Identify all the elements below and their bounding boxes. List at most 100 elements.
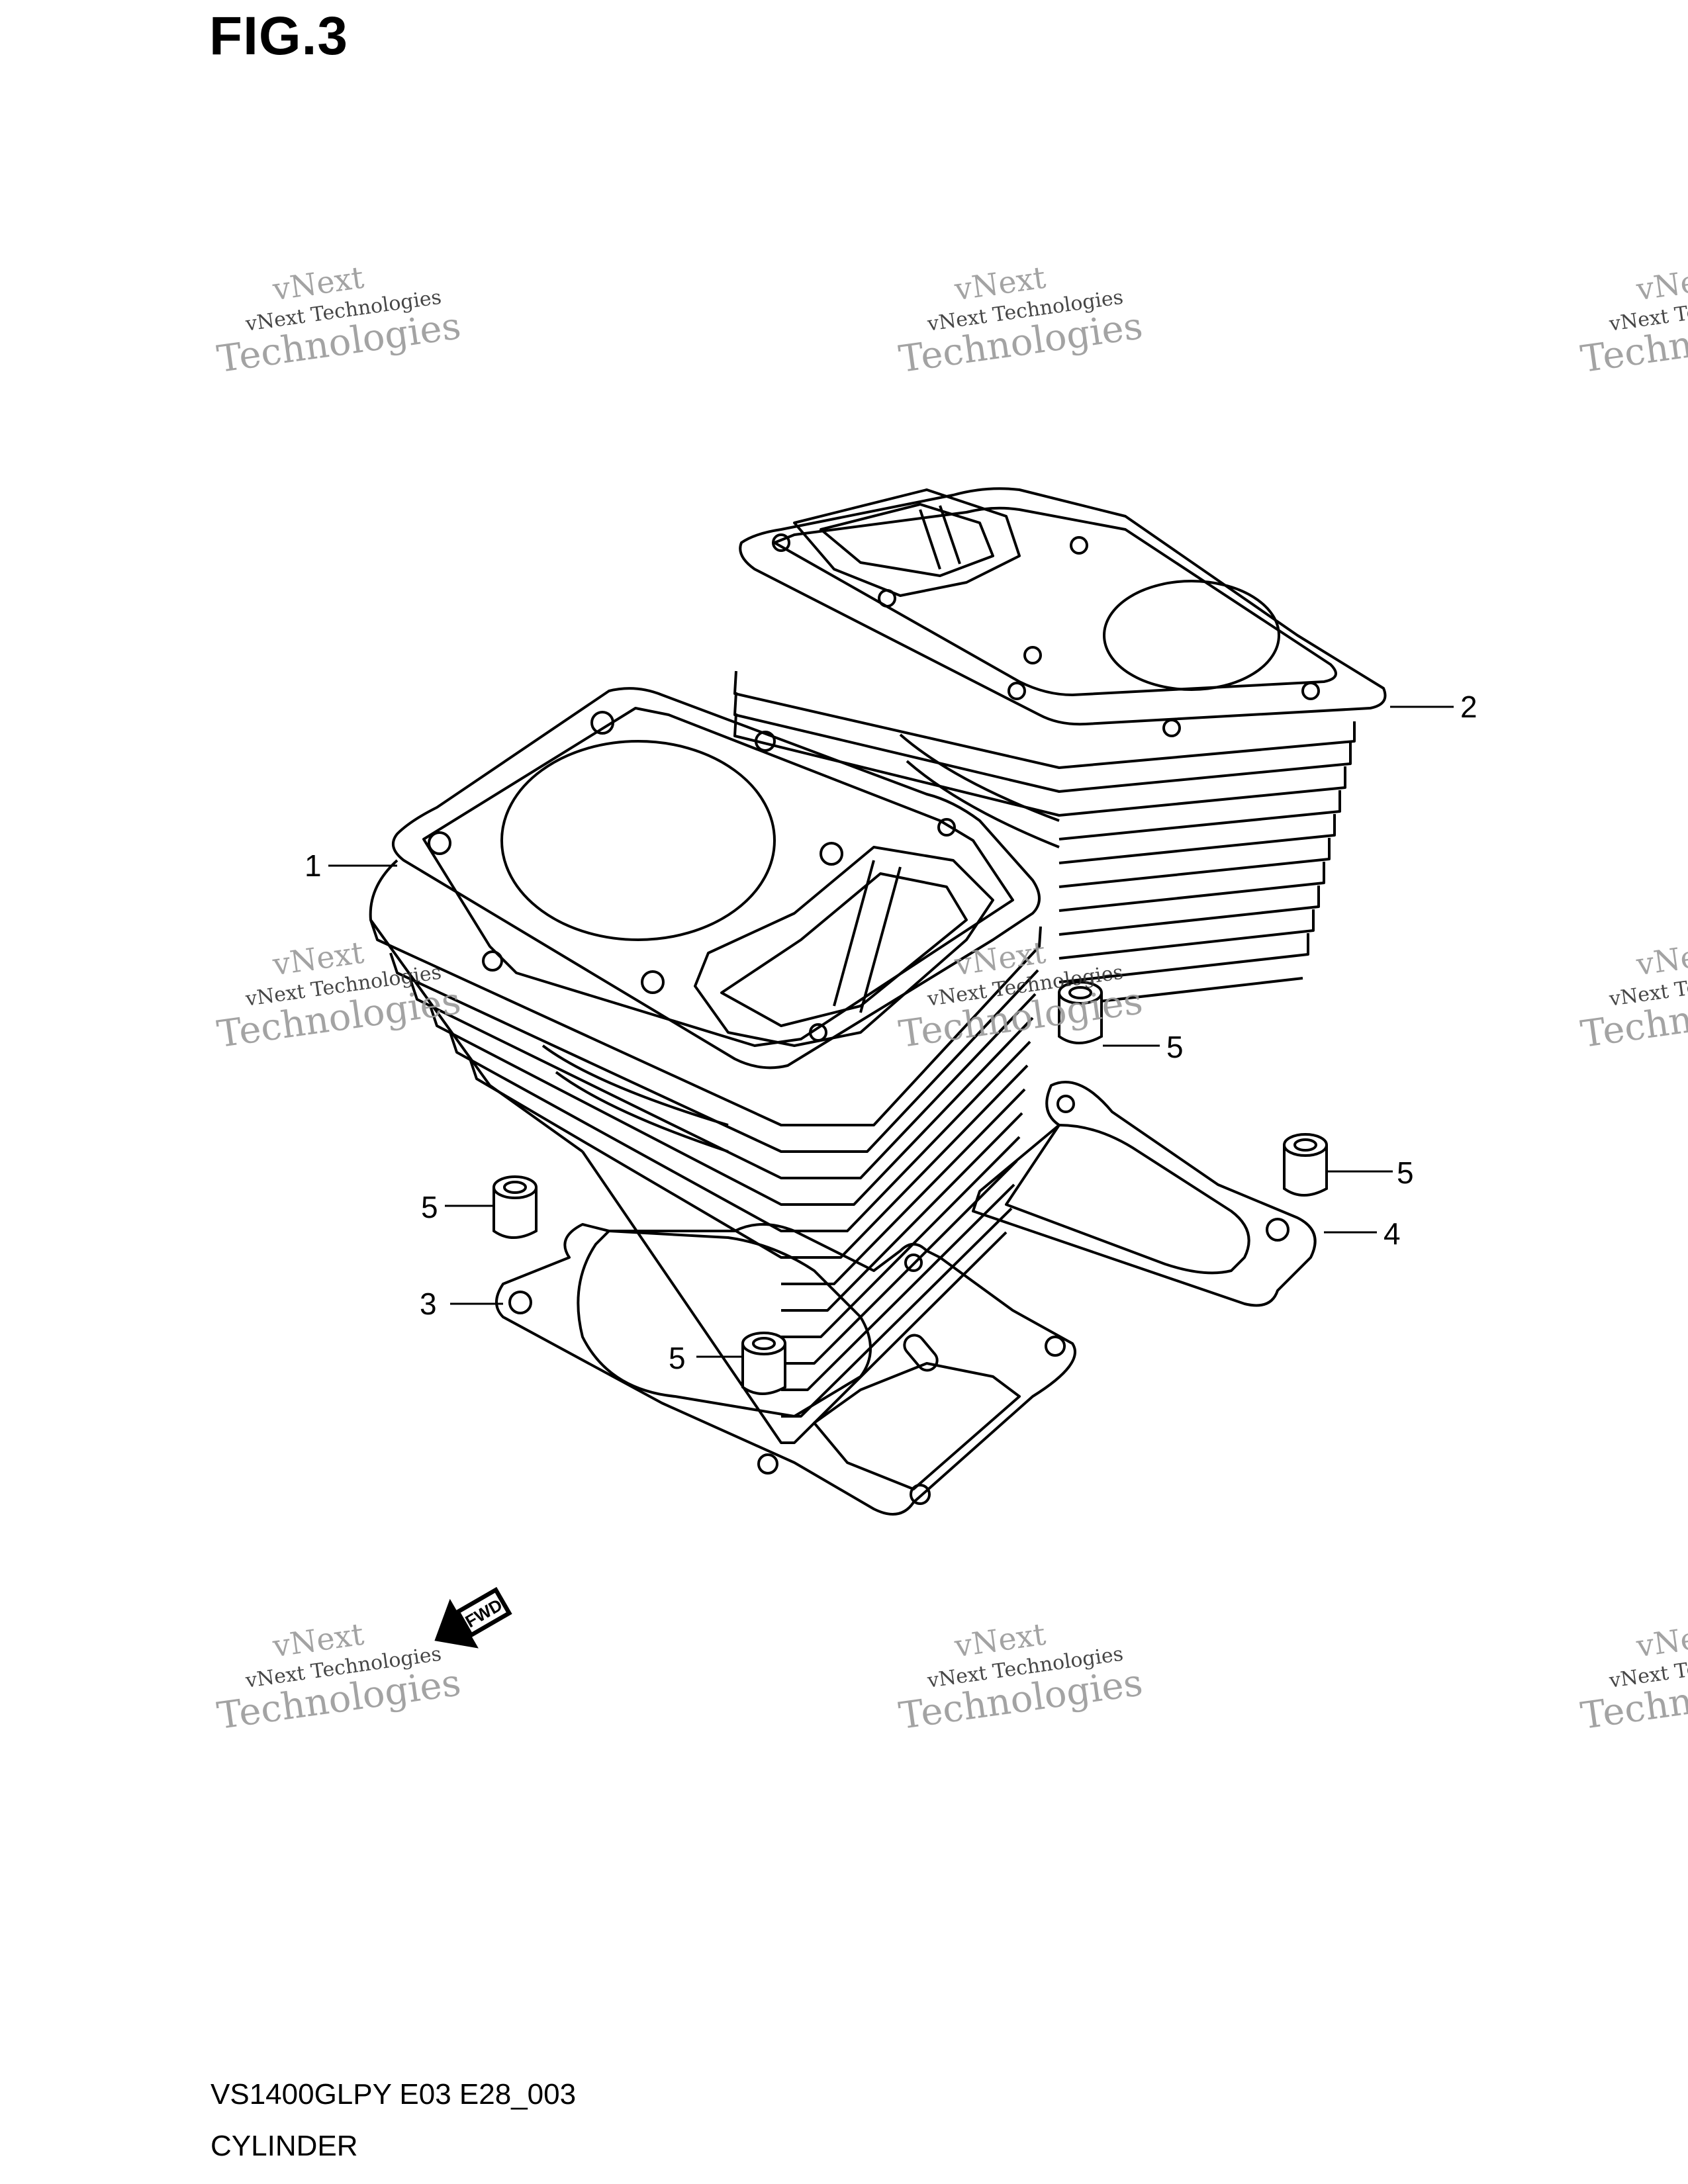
front-base-gasket-outline (495, 1223, 1076, 1516)
rear-cylinder-bolt-hole (878, 589, 896, 608)
watermark: vNext vNext Technologies Technologies (1578, 1616, 1688, 1738)
front-cylinder-fin (781, 1112, 1023, 1312)
front-cylinder-fin (429, 1005, 1034, 1206)
front-cylinder-fin (781, 1136, 1021, 1338)
callout-number: 1 (305, 848, 322, 883)
callout-number: 5 (421, 1190, 438, 1224)
rear-base-gasket-hole (1266, 1218, 1289, 1242)
front-cylinder-bolt-hole (482, 950, 503, 972)
front-cylinder-fin (781, 1088, 1026, 1285)
front-cylinder-bolt-hole (937, 818, 956, 837)
front-cylinder-fin-detail (541, 1044, 729, 1126)
front-base-gasket-bore (577, 1230, 872, 1418)
front-cylinder-chain-opening-inner (720, 872, 968, 1027)
front-cylinder-bore (500, 740, 776, 941)
watermark: vNext vNext Technologies Technologies (214, 1616, 463, 1738)
front-cylinder-bolt-hole (809, 1023, 827, 1042)
front-cylinder-gasket-face (422, 707, 1014, 1047)
svg-text:vNext: vNext (1634, 934, 1688, 983)
rear-cylinder-fin (1058, 862, 1325, 912)
rear-cylinder-fin (1058, 814, 1336, 864)
front-base-gasket-hole (910, 1484, 931, 1505)
rear-cylinder-top-deck (739, 487, 1387, 726)
front-cylinder-fin (369, 919, 1042, 1126)
watermark: vNext vNext Technologies Technologies (214, 934, 463, 1056)
front-cylinder-fin (469, 1058, 1029, 1259)
rear-cylinder-fin (1058, 909, 1315, 960)
front-base-gasket-hole (757, 1453, 778, 1475)
front-cylinder-fin (449, 1032, 1031, 1232)
svg-text:vNext: vNext (1634, 259, 1688, 308)
front-cylinder-fin-detail (555, 1071, 729, 1153)
front-base-gasket-hole (1045, 1336, 1066, 1357)
rear-cylinder-bolt-hole (1162, 719, 1181, 737)
model-code: VS1400GLPY E03 E28_003 (211, 2078, 577, 2111)
rear-cylinder-fin (1058, 790, 1341, 841)
front-cylinder-fin (781, 1160, 1018, 1365)
dowel-pin[interactable] (741, 1332, 786, 1395)
rear-cylinder-bolt-hole (1023, 646, 1042, 664)
front-cylinder-chain-guide (833, 860, 875, 1007)
rear-cylinder-bolt-hole (1070, 536, 1088, 555)
callout-number: 5 (1397, 1156, 1414, 1190)
rear-cylinder-fin (1058, 886, 1320, 936)
front-base-gasket[interactable] (495, 1223, 1076, 1516)
rear-base-gasket-bore (1005, 1124, 1250, 1275)
front-cylinder-bolt-hole (820, 842, 843, 866)
rear-cylinder-fin-detail (899, 733, 1060, 822)
front-cylinder-top-deck (391, 687, 1041, 1069)
rear-cylinder-bolt-hole (1301, 682, 1320, 700)
dowel-pin[interactable] (492, 1175, 538, 1239)
front-cylinder-fin (389, 952, 1039, 1153)
watermark: vNext vNext Technologies Technologies (896, 259, 1145, 381)
rear-base-gasket[interactable] (972, 1081, 1317, 1307)
rear-cylinder-fin (733, 713, 1346, 817)
rear-base-gasket-hole (1056, 1095, 1075, 1113)
rear-cylinder-chain-opening (793, 488, 1021, 597)
front-cylinder-chain-guide (859, 866, 902, 1013)
rear-cylinder-bolt-hole (772, 533, 790, 552)
watermark: vNext vNext Technologies Technologies (1578, 934, 1688, 1056)
rear-cylinder-fin-detail (906, 760, 1060, 848)
front-cylinder-side (369, 859, 584, 1153)
callout-number: 4 (1383, 1216, 1401, 1251)
front-base-gasket-chain-opening (813, 1362, 1021, 1490)
front-cylinder-bolt-hole (590, 711, 614, 735)
rear-cylinder-chain-guide (939, 505, 961, 565)
rear-cylinder-fin (733, 670, 1356, 769)
front-cylinder[interactable] (369, 687, 1042, 1444)
front-base-gasket-slot (903, 1334, 939, 1372)
front-base-gasket-hole (904, 1253, 923, 1272)
front-cylinder-bolt-hole (641, 970, 665, 994)
svg-text:vNext: vNext (1634, 1616, 1688, 1664)
watermark: vNext vNext Technologies Technologies (896, 1616, 1145, 1738)
callout-leaders (328, 705, 1454, 1358)
rear-cylinder-bolt-hole (1008, 682, 1026, 700)
front-base-gasket-hole (508, 1291, 532, 1314)
rear-cylinder-chain-opening-inner (820, 503, 994, 577)
front-cylinder-chain-opening (694, 846, 994, 1047)
dowel-pin[interactable] (1283, 1133, 1328, 1197)
front-cylinder-base (581, 1150, 1008, 1444)
watermark: vNext vNext Technologies Technologies (896, 934, 1145, 1056)
front-cylinder-bolt-hole (428, 831, 451, 855)
front-cylinder-fin (409, 979, 1037, 1179)
callout-number: 3 (420, 1287, 437, 1321)
rear-cylinder-gasket-face (773, 506, 1337, 696)
callout-number: 5 (1166, 1030, 1184, 1064)
rear-cylinder-bore (1103, 580, 1280, 691)
rear-cylinder-fin (1058, 838, 1331, 888)
rear-cylinder-fin (733, 692, 1352, 793)
rear-cylinder-fin (1058, 933, 1309, 983)
watermark: vNext vNext Technologies Technologies (1578, 259, 1688, 381)
section-name: CYLINDER (211, 2130, 358, 2162)
front-cylinder-fin (781, 1183, 1015, 1391)
dowel-pin[interactable] (1058, 981, 1103, 1044)
figure-title: FIG.3 (209, 6, 349, 66)
watermark: vNext vNext Technologies Technologies (214, 259, 463, 381)
rear-cylinder-chain-guide (919, 509, 941, 570)
callout-number: 2 (1460, 690, 1477, 724)
rear-cylinder[interactable] (733, 487, 1387, 1007)
front-cylinder-bolt-hole (755, 731, 776, 752)
